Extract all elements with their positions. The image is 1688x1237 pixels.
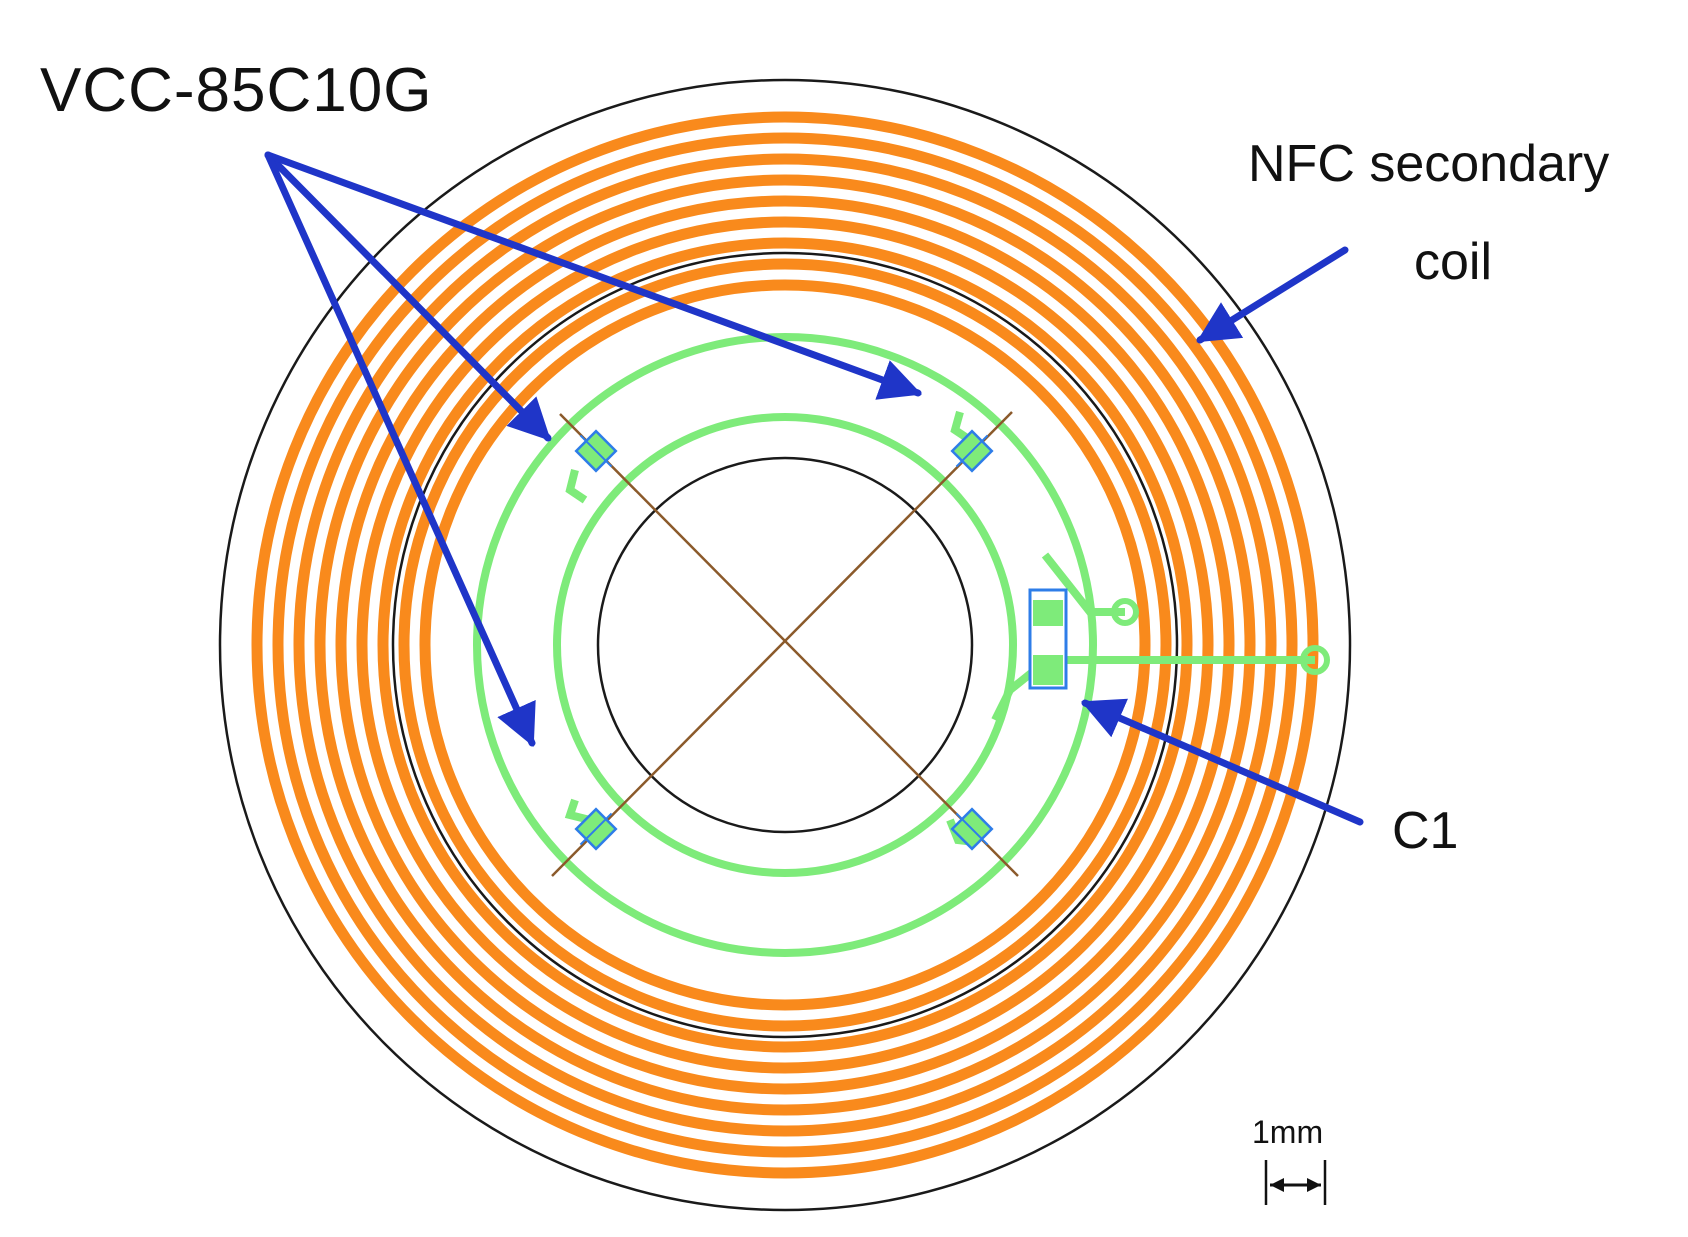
trace-pad-upper xyxy=(1111,598,1139,626)
cross-line-b xyxy=(551,411,1013,877)
capacitor-label: C1 xyxy=(1392,802,1459,860)
center-hole xyxy=(596,456,974,834)
scale-label: 1mm xyxy=(1252,1114,1324,1150)
arrow-icon xyxy=(264,151,922,400)
chip-pad xyxy=(950,807,994,851)
outer-green-ring xyxy=(473,333,1097,957)
arrow-icon xyxy=(1081,698,1364,826)
trace-pad-right xyxy=(1300,645,1330,675)
coil-label-line1: NFC secondary xyxy=(1248,135,1610,193)
cross-line-a xyxy=(559,413,1019,877)
trace-capacitor-lower xyxy=(991,666,1038,722)
cross-lines xyxy=(551,411,1019,877)
chip-pad xyxy=(574,429,618,473)
coil-turn xyxy=(419,279,1151,1011)
capacitor-c1 xyxy=(1028,588,1068,690)
green-traces xyxy=(473,333,1330,957)
arrow-icon xyxy=(264,151,552,442)
scale-bar-icon xyxy=(1264,1160,1327,1205)
outer-board-outline xyxy=(218,78,1352,1212)
coil-turn xyxy=(398,258,1172,1032)
coil-turn xyxy=(335,195,1235,1095)
component-label-vcc: VCC-85C10G xyxy=(40,56,433,125)
coil-turn xyxy=(314,174,1256,1116)
chip-pad xyxy=(950,429,994,473)
chip-stub-bl xyxy=(564,798,591,824)
callout-arrows xyxy=(264,151,1364,826)
chip-pad xyxy=(574,807,618,851)
arrow-icon xyxy=(264,151,536,747)
coil-turn xyxy=(293,153,1277,1137)
inner-green-ring xyxy=(553,413,1017,877)
coil-turn xyxy=(356,216,1214,1074)
coil-label-line2: coil xyxy=(1414,233,1493,291)
coil-turn xyxy=(272,132,1298,1158)
nfc-coil xyxy=(251,111,1319,1179)
inner-board-outline xyxy=(391,251,1179,1039)
arrow-icon xyxy=(1196,246,1349,344)
coil-turn xyxy=(251,111,1319,1179)
chip-stub-tl xyxy=(565,469,588,504)
coil-turn xyxy=(377,237,1193,1053)
